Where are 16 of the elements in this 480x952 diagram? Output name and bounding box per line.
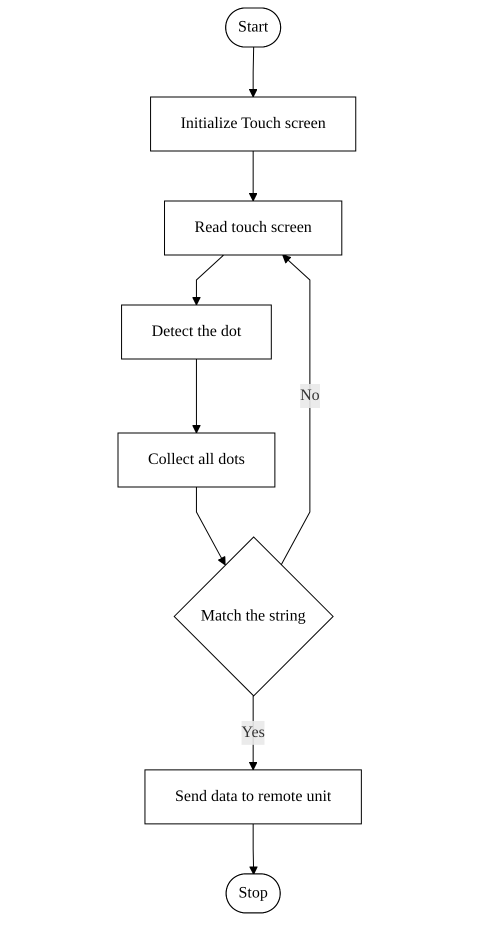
node-box: Detect the dot (121, 304, 272, 360)
node-box: Collect all dots (118, 432, 276, 488)
arrow (192, 358, 202, 434)
node-diamond: Match the string (174, 536, 334, 697)
node-box: Read touch screen (164, 200, 343, 256)
arrow (280, 254, 311, 566)
edge-label: Yes (242, 724, 266, 741)
arrow (196, 486, 226, 566)
edge-label: No (300, 387, 320, 404)
node-box: Initialize Touch screen (150, 96, 357, 152)
arrow (192, 254, 225, 306)
arrow (249, 47, 258, 98)
node-box: Send data to remote unit (144, 769, 362, 824)
arrow (249, 150, 258, 202)
arrow (249, 695, 258, 770)
arrow (249, 823, 258, 875)
